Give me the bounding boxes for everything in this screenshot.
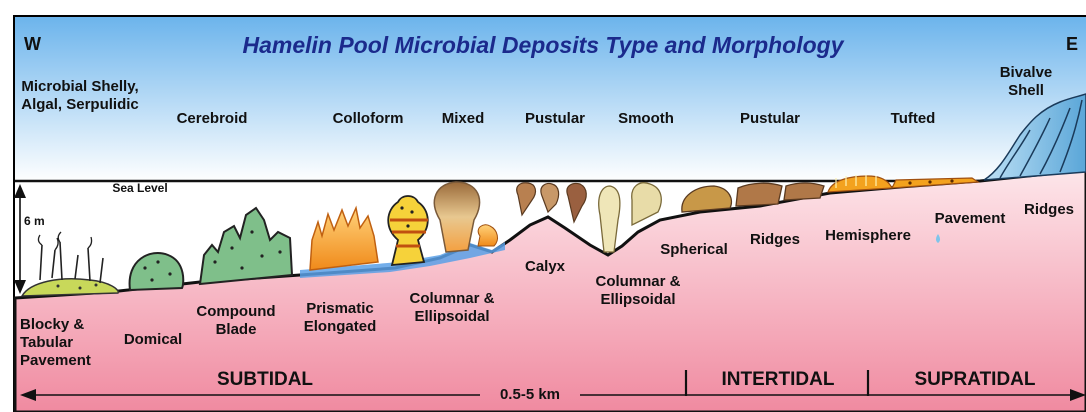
morph-label-ridges-2: Ridges [1024, 201, 1086, 219]
morph-label-pavement: Pavement [924, 210, 1016, 228]
sea-level-label: Sea Level [100, 181, 180, 195]
diagram-title: Hamelin Pool Microbial Deposits Type and… [0, 32, 1086, 59]
type-label-smooth: Smooth [606, 110, 686, 128]
type-label-mixed: Mixed [428, 110, 498, 128]
type-label-cerebroid: Cerebroid [162, 110, 262, 128]
morph-label-spherical: Spherical [646, 241, 742, 259]
morph-label-prismatic: Prismatic Elongated [292, 300, 388, 336]
morph-label-calyx: Calyx [520, 258, 570, 276]
morph-label-hemisphere: Hemisphere [812, 227, 924, 245]
morph-label-domical: Domical [116, 331, 190, 349]
type-label-tufted: Tufted [878, 110, 948, 128]
zone-label-supratidal: SUPRATIDAL [882, 369, 1068, 391]
type-label-colloform: Colloform [318, 110, 418, 128]
mixed-column-deposit [388, 196, 428, 265]
morph-label-ridges-1: Ridges [742, 231, 808, 249]
type-label-microbial: Microbial Shelly, Algal, Serpulidic [20, 78, 140, 114]
morph-label-columnar-2: Columnar & Ellipsoidal [580, 273, 696, 309]
morph-label-columnar-1: Columnar & Ellipsoidal [394, 290, 510, 326]
morph-label-compound-blade: Compound Blade [188, 303, 284, 339]
type-label-pustular-1: Pustular [510, 110, 600, 128]
depth-label: 6 m [24, 214, 54, 228]
distance-label: 0.5-5 km [482, 386, 578, 404]
zone-label-intertidal: INTERTIDAL [694, 369, 862, 391]
type-label-bivalve-shell: Bivalve Shell [986, 64, 1066, 100]
zone-label-subtidal: SUBTIDAL [180, 369, 350, 391]
morph-label-blocky: Blocky & Tabular Pavement [20, 316, 112, 370]
type-label-pustular-2: Pustular [720, 110, 820, 128]
